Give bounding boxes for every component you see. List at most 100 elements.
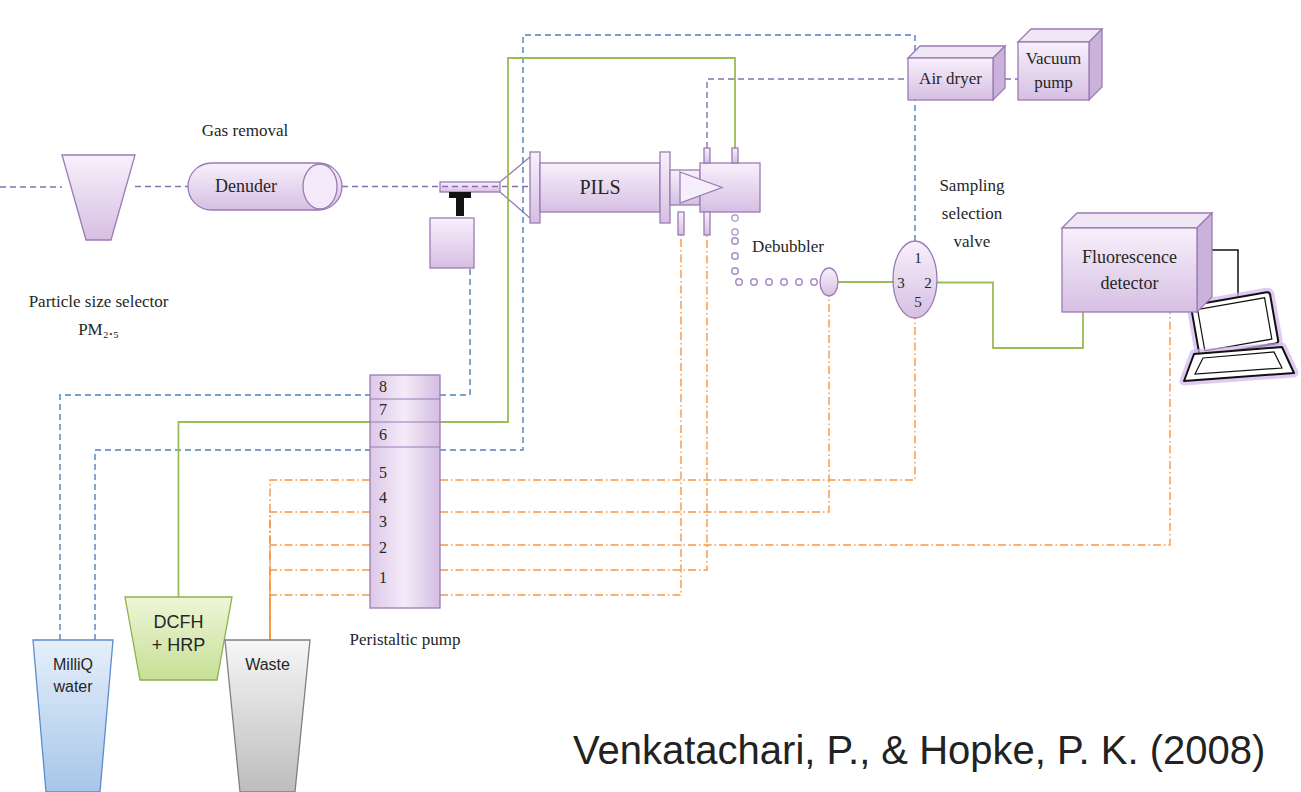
connector [707,79,908,148]
vessel-shape [62,155,135,240]
flow-line [440,318,915,480]
connector [270,570,370,640]
steam-generator [430,218,474,268]
ellipse-shape [820,268,838,296]
collector-port [704,212,710,235]
box-top [1062,213,1212,228]
connector [440,318,915,480]
flow-line [135,186,188,187]
connector [440,235,707,570]
flow-line [440,235,707,570]
size-selector-cone: Particle size selector PM₂.₅ [62,155,135,240]
water-bottle: MilliQ water [33,640,113,792]
box-label: Vacuum pump [1018,47,1089,95]
connector [135,186,188,187]
impactor-cone [680,172,722,203]
waste-label: Waste [225,654,310,676]
flow-line [342,186,530,187]
connector [440,312,1170,545]
pump-tube-divider [370,447,440,448]
channel-number: 5 [375,464,391,482]
flow-line [1005,78,1018,79]
connector [270,512,370,640]
denuder-label: Denuder [188,163,304,210]
flow-line [270,570,370,640]
channel-number: 7 [375,401,391,419]
pils-flange [530,152,540,223]
collector-port [732,148,738,163]
ellipse-shape [893,241,937,318]
flow-line [440,296,829,512]
vessel-shape [33,640,113,792]
flow-line [179,422,371,597]
port-number: 3 [894,274,908,292]
box-top [1018,29,1102,42]
air-inlet-line [0,186,62,187]
selector-label: Particle size selector PM₂.₅ [11,288,186,344]
connector [270,545,370,640]
flow-line [440,235,681,595]
denuder-tube: Gas removalDenuder [188,163,342,210]
reagent-label: DCFH + HRP [149,611,209,657]
steam-nozzle [456,198,464,216]
fluorescence-detector: Fluorescence detector [1062,213,1212,312]
flow-line [707,79,908,148]
flow-line [937,283,1083,349]
vacuum-pump-box: Vacuum pump [1018,29,1102,100]
box-side [993,46,1005,100]
selection-valve: Sampling selection valve1325 [893,241,937,318]
debubbler-outline [820,268,838,296]
flow-line [440,58,735,422]
flow-line [270,480,370,640]
liquid-drop [732,229,738,235]
box-label: Fluorescence detector [1067,244,1192,296]
channel-number: 6 [375,426,391,444]
reagent-bottle: DCFH + HRP [125,597,232,680]
port-number: 5 [911,293,925,311]
box-side [1197,213,1212,312]
box-front [1018,42,1089,100]
debubbler: Debubbler [820,268,838,296]
connector [440,58,735,422]
connector [440,235,681,595]
channel-number: 3 [375,513,391,531]
inlet-bar [440,182,500,192]
flow-line [838,281,893,283]
channel-number: 2 [375,539,391,557]
waste-bottle: Waste [225,640,310,792]
flow-line [270,545,370,640]
laptop-display [1198,298,1272,351]
pils-label: PILS [540,163,660,212]
pump-tube-divider [370,399,440,400]
connector [270,480,370,640]
peristaltic-pump: 87654321Peristaltic pump [370,375,440,608]
connector [440,296,829,512]
box-front [1062,228,1197,312]
pils-tube [540,163,660,212]
box-side [1089,29,1102,100]
pils-collector-outline [530,148,765,235]
pump-label: Peristaltic pump [315,628,495,652]
vessel-shape [125,597,232,680]
pils-collector: PILS [530,148,765,235]
water-label: MilliQ water [43,654,103,698]
collector-port [678,212,684,235]
connector [342,186,530,187]
flow-line [440,312,1170,545]
inlet-cone-line [500,157,530,182]
box-top [908,46,1005,58]
channel-number: 4 [375,489,391,507]
collector-port [704,148,710,163]
connector [838,282,893,283]
port-number: 2 [921,274,935,292]
laptop-base [1184,347,1294,381]
vessel-shape [225,640,310,792]
inlet-cone-line [500,192,530,218]
steam-nozzle [449,192,471,198]
valve-label: Sampling selection valve [927,172,1017,256]
air-dryer-box: Air dryer [908,46,1005,100]
port-number: 1 [911,249,925,267]
liquid-drop [732,215,738,221]
pump-body [370,375,440,608]
